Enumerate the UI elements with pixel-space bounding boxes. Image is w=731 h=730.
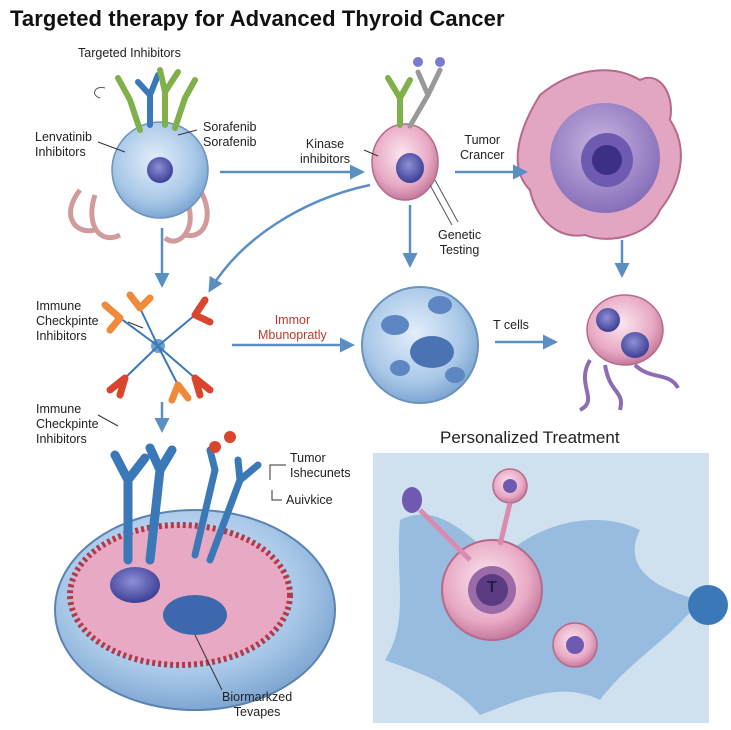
pink-kinase-cell: [371, 57, 459, 226]
label-targeted-inhibitors: Targeted Inhibitors: [78, 46, 181, 60]
label-auivkice: Auivkice: [286, 493, 333, 507]
label-genetic-testing: Genetic Testing: [438, 228, 482, 257]
large-tumor-cell: [516, 69, 682, 240]
leader-lines: [97, 129, 379, 691]
label-t-cells: T cells: [493, 318, 529, 332]
label-lenvatinib: Lenvatinib Inhibitors: [35, 130, 92, 159]
label-immor: Immor Mbunopratly: [258, 313, 327, 342]
large-bottom-cell: [54, 431, 336, 711]
label-tumor-ishecunets: Tumor Ishecunets: [290, 451, 351, 480]
blue-round-cell: [361, 286, 479, 404]
checkpoint-complex: [101, 291, 214, 404]
personalized-panel: [373, 453, 728, 723]
label-biomarker: Biormarkzed Tevapes: [222, 690, 293, 719]
label-kinase: Kinase inhibitors: [300, 137, 351, 166]
label-immune-checkpoint-2: Immune Checkpinte Inhibitors: [36, 402, 99, 446]
page-title: Targeted therapy for Advanced Thyroid Ca…: [10, 6, 505, 31]
small-pink-cell: [578, 294, 680, 412]
blue-cell-top-left: [68, 67, 210, 244]
label-personalized-treatment: Personalized Treatment: [440, 428, 620, 447]
label-tumor-cancer: Tumor Crancer: [460, 133, 505, 162]
label-sorafenib: Sorafenib Sorafenib: [203, 120, 257, 149]
arrow-curved-back: [208, 183, 371, 293]
flow-arrows: [154, 164, 630, 433]
label-t-nucleus: T: [487, 579, 497, 596]
label-immune-checkpoint-1: Immune Checkpinte Inhibitors: [36, 299, 99, 343]
